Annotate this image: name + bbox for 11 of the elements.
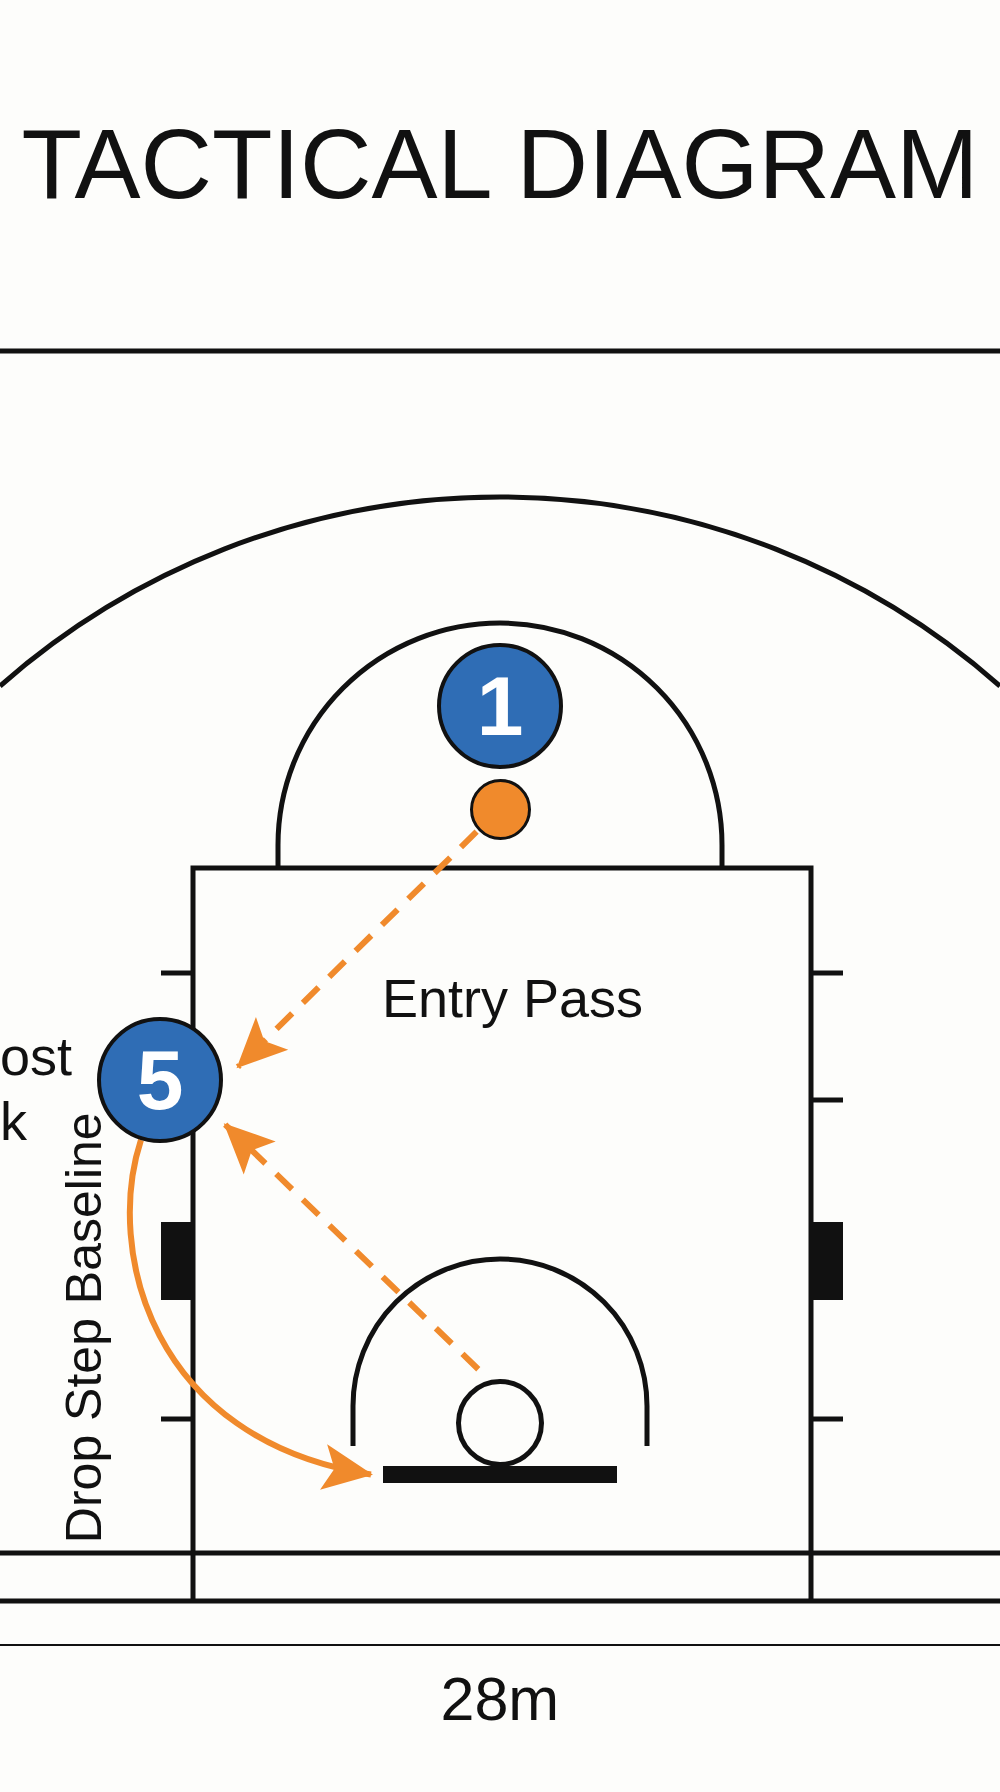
edge-label: Drop Step Baseline: [55, 1112, 113, 1544]
player-number: 5: [136, 1038, 184, 1122]
ball: [469, 778, 531, 840]
backboard: [383, 1466, 617, 1483]
edge-label: Entry Pass: [382, 967, 644, 1030]
curved-arrow: [127, 1139, 373, 1487]
title: TACTICAL DIAGRAM: [20, 107, 980, 221]
player-number: 1: [476, 664, 524, 748]
dashed-arrow: [223, 1122, 481, 1372]
dimension-label: 28m: [440, 1664, 560, 1735]
dashed-arrow: [235, 829, 479, 1070]
